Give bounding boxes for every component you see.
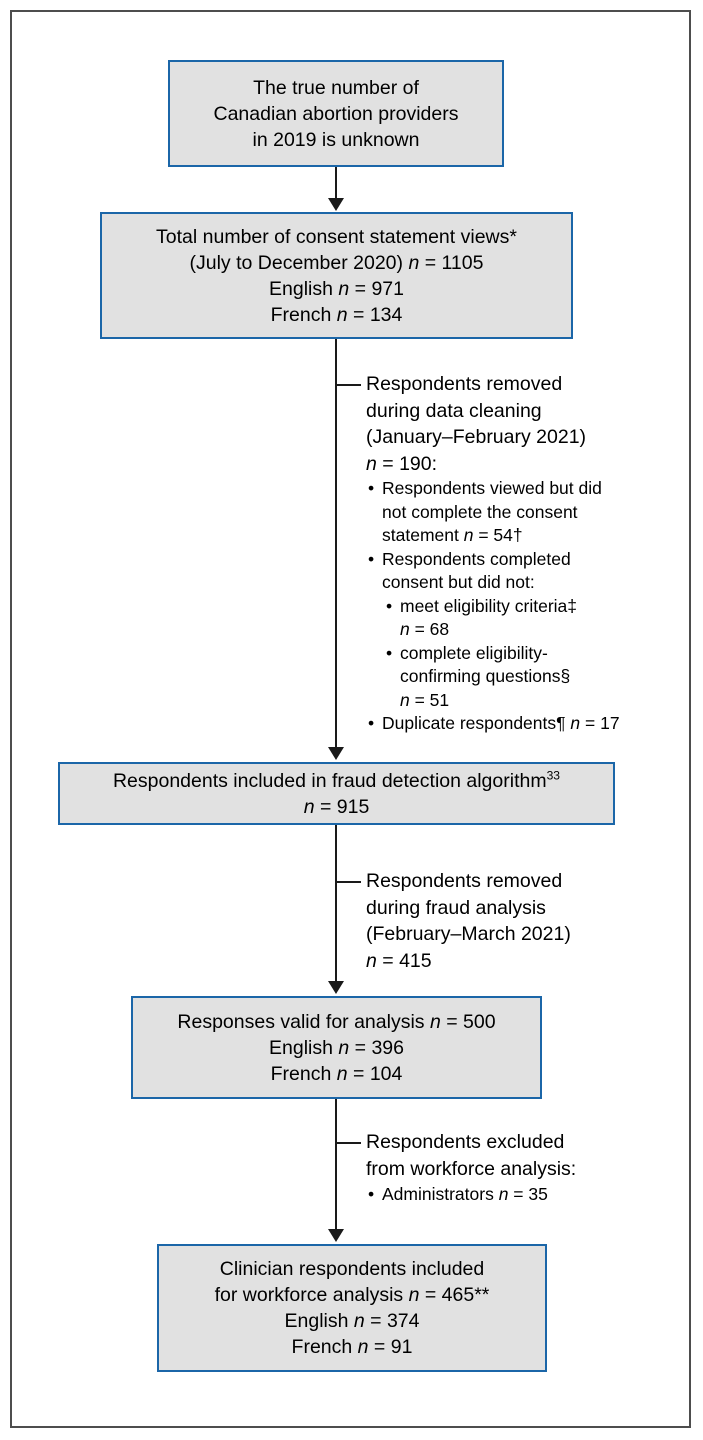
box5-line2: for workforce analysis n = 465** xyxy=(214,1284,490,1306)
note1-bullet-2a-cont: n = 68 xyxy=(400,619,450,639)
box4-line1: Responses valid for analysis n = 500 xyxy=(177,1010,496,1033)
arrowhead-3 xyxy=(328,981,344,994)
note2-line3: (February–March 2021) xyxy=(366,923,571,945)
node-box-clinician-respondents: Clinician respondents included for workf… xyxy=(157,1244,547,1372)
box2-line3: English n = 971 xyxy=(269,277,404,300)
note2-line4: n = 415 xyxy=(366,949,432,972)
arrowhead-1 xyxy=(328,198,344,211)
exclusion-note-workforce: Respondents excluded from workforce anal… xyxy=(366,1129,666,1206)
note1-bullet-3: Duplicate respondents¶ n = 17 xyxy=(366,712,666,736)
box2-line4: French n = 134 xyxy=(270,303,403,326)
node-box-fraud-detection: Respondents included in fraud detection … xyxy=(58,762,615,825)
note3-line1: Respondents excluded xyxy=(366,1131,565,1153)
note1-bullet-1-cont: not complete the consent statement n = 5… xyxy=(382,501,578,546)
box2-line1: Total number of consent statement views* xyxy=(156,225,517,248)
box1-line2: Canadian abortion providers xyxy=(213,102,459,125)
exclusion-note-data-cleaning: Respondents removed during data cleaning… xyxy=(366,371,666,736)
reference-superscript: 33 xyxy=(546,768,561,782)
note1-line4: n = 190: xyxy=(366,452,438,475)
connector-4 xyxy=(335,1099,337,1231)
note1-bullet-2-cont: consent but did not: xyxy=(382,572,535,592)
box4-line2: English n = 396 xyxy=(269,1036,404,1059)
note1-bullet-2a: meet eligibility criteria‡ xyxy=(366,595,666,619)
box5-line1: Clinician respondents included xyxy=(219,1258,485,1280)
note1-line1: Respondents removed xyxy=(366,373,563,395)
tick-exclusion-2 xyxy=(337,881,361,883)
arrowhead-4 xyxy=(328,1229,344,1242)
node-box-source: The true number of Canadian abortion pro… xyxy=(168,60,504,167)
note1-line2: during data cleaning xyxy=(366,399,542,422)
note3-line2: from workforce analysis: xyxy=(366,1157,577,1180)
box3-line1: Respondents included in fraud detection … xyxy=(112,768,561,792)
connector-1 xyxy=(335,167,337,200)
node-box-valid-responses: Responses valid for analysis n = 500 Eng… xyxy=(131,996,542,1099)
connector-2 xyxy=(335,339,337,749)
box4-line3: French n = 104 xyxy=(270,1062,403,1085)
note2-line2: during fraud analysis xyxy=(366,896,546,919)
connector-3 xyxy=(335,825,337,983)
exclusion-note-fraud-analysis: Respondents removed during fraud analysi… xyxy=(366,868,666,974)
tick-exclusion-3 xyxy=(337,1142,361,1144)
note1-bullet-2b: complete eligibility- xyxy=(366,642,666,666)
figure-frame xyxy=(10,10,691,1428)
note1-bullet-2: Respondents completed xyxy=(366,548,666,572)
box5-line3: English n = 374 xyxy=(284,1310,420,1332)
note1-bullet-2b-cont: confirming questions§ n = 51 xyxy=(400,666,571,710)
node-box-views: Total number of consent statement views*… xyxy=(100,212,573,339)
arrowhead-2 xyxy=(328,747,344,760)
box2-line2: (July to December 2020) n = 1105 xyxy=(189,251,484,274)
box3-line2: n = 915 xyxy=(303,795,370,818)
note1-line3: (January–February 2021) xyxy=(366,426,587,448)
note2-line1: Respondents removed xyxy=(366,870,563,892)
note1-bullet-1: Respondents viewed but did xyxy=(366,477,666,501)
note3-bullet-1: Administrators n = 35 xyxy=(366,1182,666,1206)
box5-line4: French n = 91 xyxy=(291,1336,413,1358)
tick-exclusion-1 xyxy=(337,384,361,386)
box1-line1: The true number of xyxy=(253,76,419,99)
box1-line3: in 2019 is unknown xyxy=(252,128,420,151)
